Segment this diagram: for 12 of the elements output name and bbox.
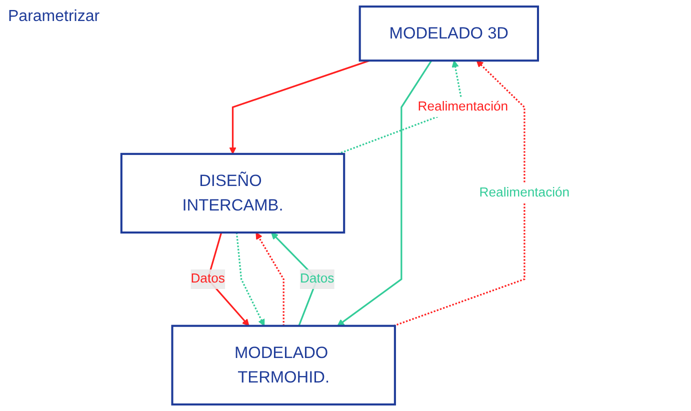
arrow [337,60,432,326]
edge-label: Realimentación [418,100,508,114]
edge-label: Datos [300,272,334,286]
node-box: MODELADO TERMOHID. [171,324,396,406]
edge-label: Datos [190,272,225,286]
arrow [393,60,526,327]
arrow [256,232,284,326]
note-text: Parametrizar [8,8,100,26]
edge-label: Realimentación [479,186,570,200]
arrow [236,232,265,326]
node-box: MODELADO 3D [358,6,539,62]
node-box: DISEÑO INTERCAMB. [120,152,346,234]
